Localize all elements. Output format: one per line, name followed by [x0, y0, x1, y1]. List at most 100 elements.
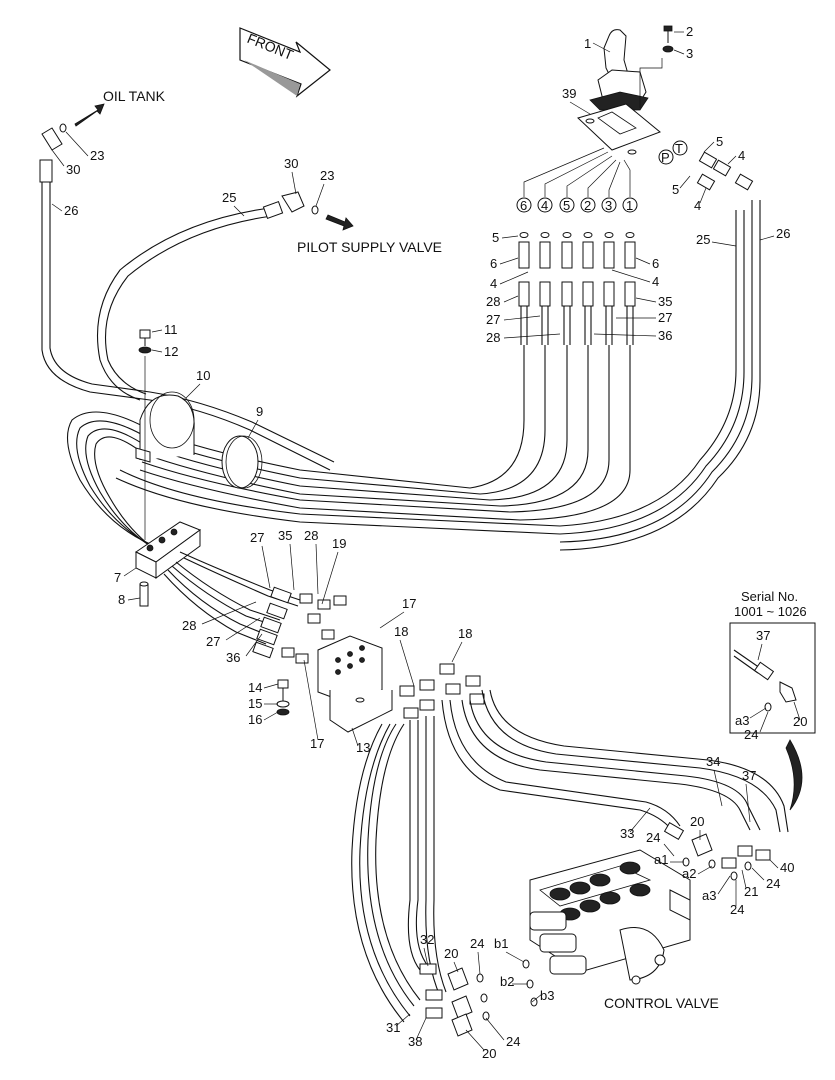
callout-n18a: 18 — [394, 624, 408, 639]
leader-n1 — [592, 42, 611, 53]
callout-n36a: 36 — [658, 328, 672, 343]
hose-25-26 — [115, 200, 761, 551]
leader-n23b — [315, 183, 325, 207]
callout-n10: 10 — [196, 368, 210, 383]
circled-port-numbers: 6 4 5 2 3 1 — [516, 197, 638, 213]
callout-n35b: 35 — [278, 528, 292, 543]
callout-n5a: 5 — [716, 134, 723, 149]
pilot-hose-bundle — [67, 345, 631, 561]
leader-n27c — [261, 545, 271, 589]
callout-n34: 34 — [706, 754, 720, 769]
leader-n25b — [711, 241, 737, 247]
serial-no-label: Serial No. — [741, 589, 798, 604]
callout-n4b: 4 — [694, 198, 701, 213]
callout-n19: 19 — [332, 536, 346, 551]
leader-nb3 — [531, 993, 543, 1003]
leader-n36b — [245, 633, 263, 657]
callout-n2: 2 — [686, 24, 693, 39]
bolt-14-washers — [276, 679, 290, 716]
leader-n4d — [611, 269, 651, 283]
circled-port-2: 2 — [584, 198, 591, 213]
leader-n20d — [465, 1029, 485, 1051]
callout-n39: 39 — [562, 86, 576, 101]
callout-n15: 15 — [248, 696, 262, 711]
callout-n24c: 24 — [730, 902, 744, 917]
leader-n13 — [351, 727, 359, 747]
leader-n4b — [699, 187, 707, 204]
leader-n26a — [51, 203, 63, 212]
callout-n17a: 17 — [402, 596, 416, 611]
leader-n4c — [499, 271, 529, 285]
leader-n27d — [225, 617, 261, 641]
pilot-supply-valve-label: PILOT SUPPLY VALVE — [297, 239, 442, 255]
valve-hoses — [351, 689, 789, 1023]
leader-n24a — [759, 711, 769, 733]
callout-n25a: 25 — [222, 190, 236, 205]
leader-n24b — [663, 843, 675, 857]
leader-n28b — [503, 333, 561, 339]
callout-n24b: 24 — [646, 830, 660, 845]
callout-nb2: b2 — [500, 974, 514, 989]
callout-n9: 9 — [256, 404, 263, 419]
callout-n24d: 24 — [766, 876, 780, 891]
inset-pointer — [785, 739, 803, 811]
callout-n20c: 20 — [444, 946, 458, 961]
pilot-supply-arrow — [325, 214, 354, 231]
leader-n9 — [247, 419, 259, 439]
leader-n21 — [741, 869, 747, 889]
leader-n8 — [127, 597, 141, 601]
clamp-block-7 — [135, 521, 202, 579]
callout-n14: 14 — [248, 680, 262, 695]
bracket-13 — [317, 635, 393, 733]
circled-port-5: 5 — [563, 198, 570, 213]
callout-n17b: 17 — [310, 736, 324, 751]
oil-tank-arrow — [74, 103, 105, 127]
callout-n32: 32 — [420, 932, 434, 947]
pilot-fittings-column — [518, 151, 754, 345]
leader-na3a — [749, 707, 767, 719]
leader-n17a — [379, 611, 405, 629]
leader-n23a — [65, 131, 89, 157]
leader-n24e — [477, 951, 481, 975]
circled-port-3: 3 — [605, 198, 612, 213]
leader-n20a — [793, 701, 801, 721]
callout-n37a: 37 — [756, 628, 770, 643]
callout-n40: 40 — [780, 860, 794, 875]
leader-n27a — [503, 315, 541, 321]
callout-n20b: 20 — [690, 814, 704, 829]
leader-n19 — [321, 551, 339, 605]
control-valve — [529, 849, 691, 985]
callout-n24e: 24 — [470, 936, 484, 951]
inset-hose — [733, 649, 797, 712]
callout-nb3: b3 — [540, 988, 554, 1003]
leader-na2 — [697, 865, 713, 875]
leader-n37b — [745, 783, 751, 823]
callout-n28d: 28 — [182, 618, 196, 633]
leader-n6b — [635, 257, 651, 265]
callout-leader-lines — [51, 31, 801, 1051]
leader-n12 — [151, 349, 163, 353]
callout-n28b: 28 — [486, 330, 500, 345]
lower-pilot-hoses — [163, 551, 301, 645]
circled-port-4: 4 — [541, 198, 548, 213]
leader-n31 — [395, 1013, 411, 1027]
port-p-circle — [658, 149, 674, 165]
callout-na1: a1 — [654, 852, 668, 867]
callout-n18b: 18 — [458, 626, 472, 641]
callout-n24f: 24 — [506, 1034, 520, 1049]
leader-na3b — [717, 875, 731, 895]
bracket-fittings — [281, 593, 485, 719]
leader-n18a — [399, 639, 415, 687]
front-arrow: FRONT — [239, 27, 331, 98]
hose-clamp-9 — [221, 435, 263, 489]
callout-n3: 3 — [686, 46, 693, 61]
leader-n35b — [289, 543, 295, 591]
callout-n7: 7 — [114, 570, 121, 585]
callout-n38: 38 — [408, 1034, 422, 1049]
callout-n13: 13 — [356, 740, 370, 755]
callout-n23b: 23 — [320, 168, 334, 183]
callout-n21: 21 — [744, 884, 758, 899]
valve-fittings-b — [419, 959, 538, 1037]
callout-n24a: 24 — [744, 727, 758, 742]
